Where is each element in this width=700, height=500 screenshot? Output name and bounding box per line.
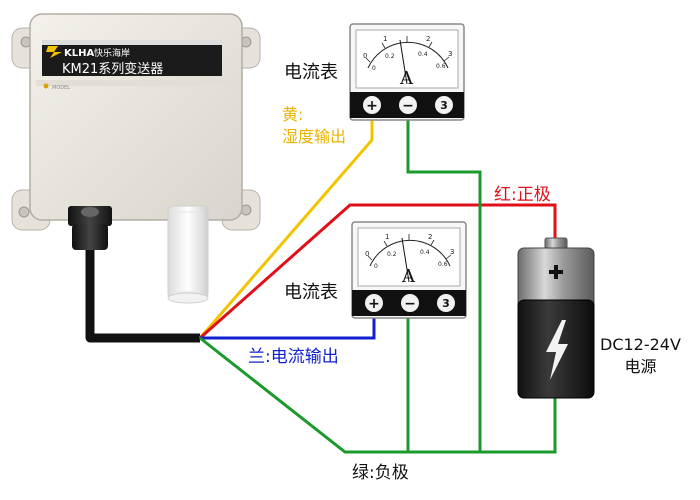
battery-label: DC12-24V 电源 [600,334,681,378]
yellow-wire-label-line1: 黄: [282,105,304,124]
battery [517,237,595,399]
ammeter-top-terminal-plus [363,96,381,114]
yellow-wire [198,118,374,339]
ammeter-top-scale-0: 0 [363,52,367,60]
brand-name-cn: 快乐海岸 [94,47,130,59]
ammeter-bottom: 0 1 2 3 0 0.2 0.4 0.6 A + − 3 [351,221,467,319]
blue-wire [200,316,376,340]
ammeter-top-scale-1: 1 [383,35,387,43]
ammeter-bottom-terminal-3 [437,294,455,312]
ammeter-top-terminal-plus-label: + [366,98,378,114]
ammeter-top-ticks [365,36,450,63]
black-cable [85,245,200,343]
ammeter-top-sub-1: 0.2 [385,53,395,60]
ammeter-top-terminal-3 [435,96,453,114]
ammeter-bottom-sub-2: 0.4 [420,249,430,256]
green-wire-top-meter [406,118,482,452]
ammeter-bottom-terminal-plus-label: + [368,296,380,312]
ammeter-top-scale-2: 2 [426,35,430,43]
ammeter-bottom-dial-letter: A [401,266,416,287]
ammeter-bottom-terminal-3-label: 3 [442,297,450,310]
ammeter-bottom-scale-3: 3 [450,248,454,256]
ammeter-bottom-ticks [367,234,452,261]
ammeter-bottom-terminal-plus [365,294,383,312]
ammeter-bottom-sub-3: 0.6 [438,261,448,268]
ammeter-top-dial-letter: A [399,68,414,89]
transmitter: KLHA 快乐海岸 KM21系列变送器 MODEL [11,13,261,304]
brand-name: KLHA [64,48,94,59]
ammeter-top-sub-0: 0 [372,65,376,72]
ammeter-bottom-terminal-minus [401,294,419,312]
yellow-wire-label: 黄: 湿度输出 [282,104,346,148]
model-title: KM21系列变送器 [62,61,163,77]
ammeter-top-scale-3: 3 [448,50,452,58]
ammeter-top-needle [399,39,408,85]
ammeter-top-sub-3: 0.6 [436,63,446,70]
lightning-bolt-icon [546,320,568,380]
red-wire [199,203,557,340]
battery-power-label: 电源 [624,357,657,376]
ammeter-bottom-scale-0: 0 [365,250,369,258]
brand-logo-icon [46,46,62,58]
battery-voltage-label: DC12-24V [600,335,681,354]
ammeter-top-terminal-minus-label: − [402,98,414,114]
ammeter-bottom-terminal-minus-label: − [404,296,416,312]
ammeter-bottom-needle [401,237,410,283]
ammeter-bottom-title: 电流表 [284,282,338,303]
green-wire [199,336,557,454]
red-wire-label: 红:正极 [494,185,551,205]
ammeter-top-sub-2: 0.4 [418,51,428,58]
ammeter-top-terminal-3-label: 3 [440,99,448,112]
blue-wire-label: 兰:电流输出 [248,347,339,367]
wires [85,118,557,454]
ammeter-top: 0 1 2 3 0 0.2 0.4 0.6 A + − 3 [349,23,465,121]
ammeter-bottom-sub-1: 0.2 [387,251,397,258]
yellow-wire-label-line2: 湿度输出 [282,127,347,146]
ammeter-top-title: 电流表 [284,62,338,83]
ammeter-bottom-scale-2: 2 [428,233,432,241]
ammeter-bottom-scale-1: 1 [385,233,389,241]
model-caption: MODEL [52,85,70,91]
ammeter-bottom-sub-0: 0 [374,263,378,270]
ammeter-top-terminal-minus [399,96,417,114]
green-wire-label: 绿:负极 [352,463,409,483]
battery-plus-icon [549,265,563,279]
